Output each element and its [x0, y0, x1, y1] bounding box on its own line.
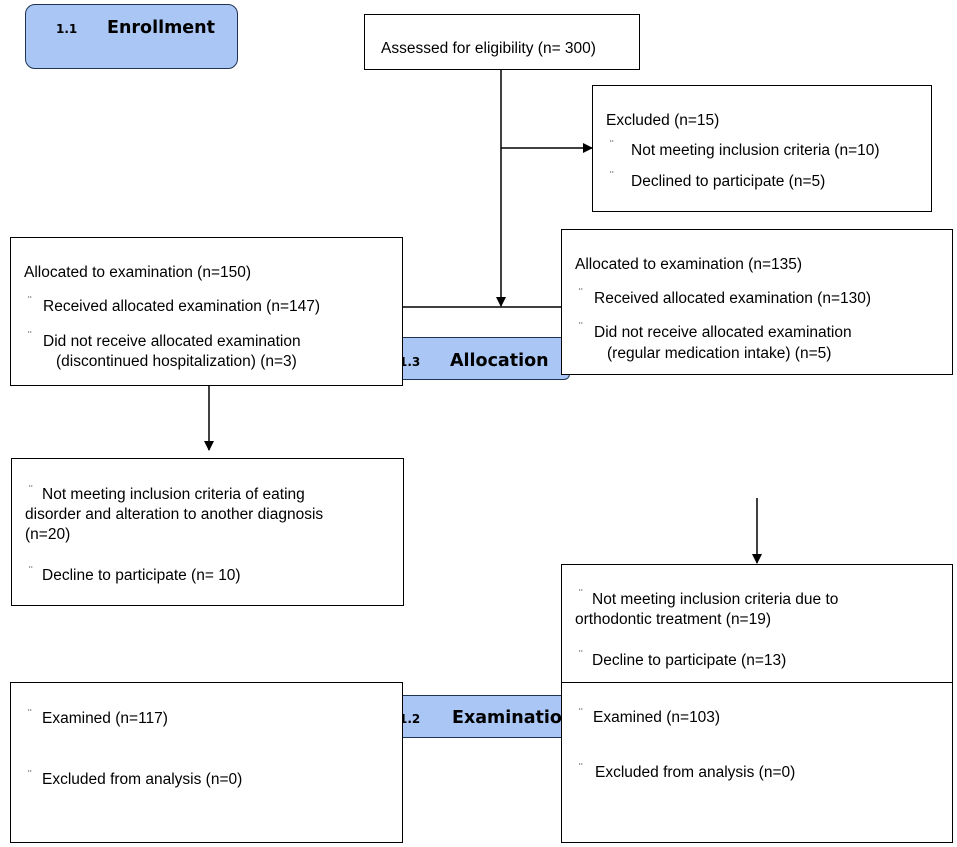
bullet-icon: ¨ — [579, 762, 583, 774]
left-allocated-box: Allocated to examination (n=150) ¨ Recei… — [10, 237, 403, 386]
left-allocated-title: Allocated to examination (n=150) — [24, 264, 252, 281]
left-analysed-item: Examined (n=117) — [42, 710, 168, 727]
left-allocated-item: Received allocated examination (n=147) — [43, 298, 321, 315]
allocation-phase-number: 1.3 — [399, 355, 421, 369]
bullet-icon: ¨ — [29, 484, 33, 496]
bullet-icon: ¨ — [579, 649, 583, 661]
right-allocated-box: Allocated to examination (n=135) ¨ Recei… — [561, 229, 953, 375]
allocation-phase-title: Allocation — [450, 351, 549, 371]
right-analysed-box: ¨ Examined (n=103) ¨ Excluded from analy… — [561, 682, 953, 843]
examination-phase-title: Examination — [452, 708, 575, 728]
excluded-item: Declined to participate (n=5) — [631, 173, 826, 190]
bullet-icon: ¨ — [28, 769, 32, 781]
bullet-icon: ¨ — [28, 708, 32, 720]
right-allocated-item: Received allocated examination (n=130) — [594, 290, 872, 307]
right-lost-box: ¨ Not meeting inclusion criteria due to … — [561, 564, 953, 684]
bullet-icon: ¨ — [28, 330, 32, 342]
left-allocated-item: (discontinued hospitalization) (n=3) — [56, 353, 297, 370]
left-lost-item: disorder and alteration to another diagn… — [25, 506, 324, 523]
bullet-icon: ¨ — [579, 321, 583, 333]
left-analysed-box: ¨ Examined (n=117) ¨ Excluded from analy… — [10, 682, 403, 843]
examination-phase-number: 1.2 — [399, 712, 421, 726]
right-lost-item: Decline to participate (n=13) — [592, 652, 787, 669]
excluded-box: Excluded (n=15) ¨ Not meeting inclusion … — [592, 85, 932, 212]
excluded-title: Excluded (n=15) — [606, 112, 720, 129]
assessed-text: Assessed for eligibility (n= 300) — [381, 40, 596, 57]
allocation-phase-label: 1.3 Allocation — [380, 337, 570, 380]
bullet-icon: ¨ — [29, 565, 33, 577]
bullet-icon: ¨ — [610, 170, 614, 182]
bullet-icon: ¨ — [579, 707, 583, 719]
right-analysed-item: Excluded from analysis (n=0) — [595, 764, 796, 781]
assessed-box: Assessed for eligibility (n= 300) — [364, 14, 640, 70]
left-lost-item: Not meeting inclusion criteria of eating — [42, 486, 305, 503]
enrollment-phase-label: 1.1 Enrollment — [25, 4, 238, 69]
bullet-icon: ¨ — [28, 295, 32, 307]
bullet-icon: ¨ — [579, 588, 583, 600]
right-analysed-item: Examined (n=103) — [593, 709, 721, 726]
right-allocated-title: Allocated to examination (n=135) — [575, 256, 803, 273]
left-lost-item: Decline to participate (n= 10) — [42, 567, 241, 584]
examination-phase-label: 1.2 Examination — [380, 695, 580, 738]
left-lost-item: (n=20) — [25, 526, 71, 543]
bullet-icon: ¨ — [610, 139, 614, 151]
right-lost-item: Not meeting inclusion criteria due to — [592, 591, 839, 608]
enrollment-phase-number: 1.1 — [56, 22, 78, 36]
right-allocated-item: (regular medication intake) (n=5) — [607, 345, 832, 362]
left-lost-box: ¨ Not meeting inclusion criteria of eati… — [11, 458, 404, 606]
left-allocated-item: Did not receive allocated examination — [43, 333, 301, 350]
right-allocated-item: Did not receive allocated examination — [594, 324, 852, 341]
bullet-icon: ¨ — [579, 287, 583, 299]
excluded-item: Not meeting inclusion criteria (n=10) — [631, 142, 880, 159]
right-lost-item: orthodontic treatment (n=19) — [575, 611, 772, 628]
enrollment-phase-title: Enrollment — [107, 18, 215, 38]
left-analysed-item: Excluded from analysis (n=0) — [42, 771, 243, 788]
